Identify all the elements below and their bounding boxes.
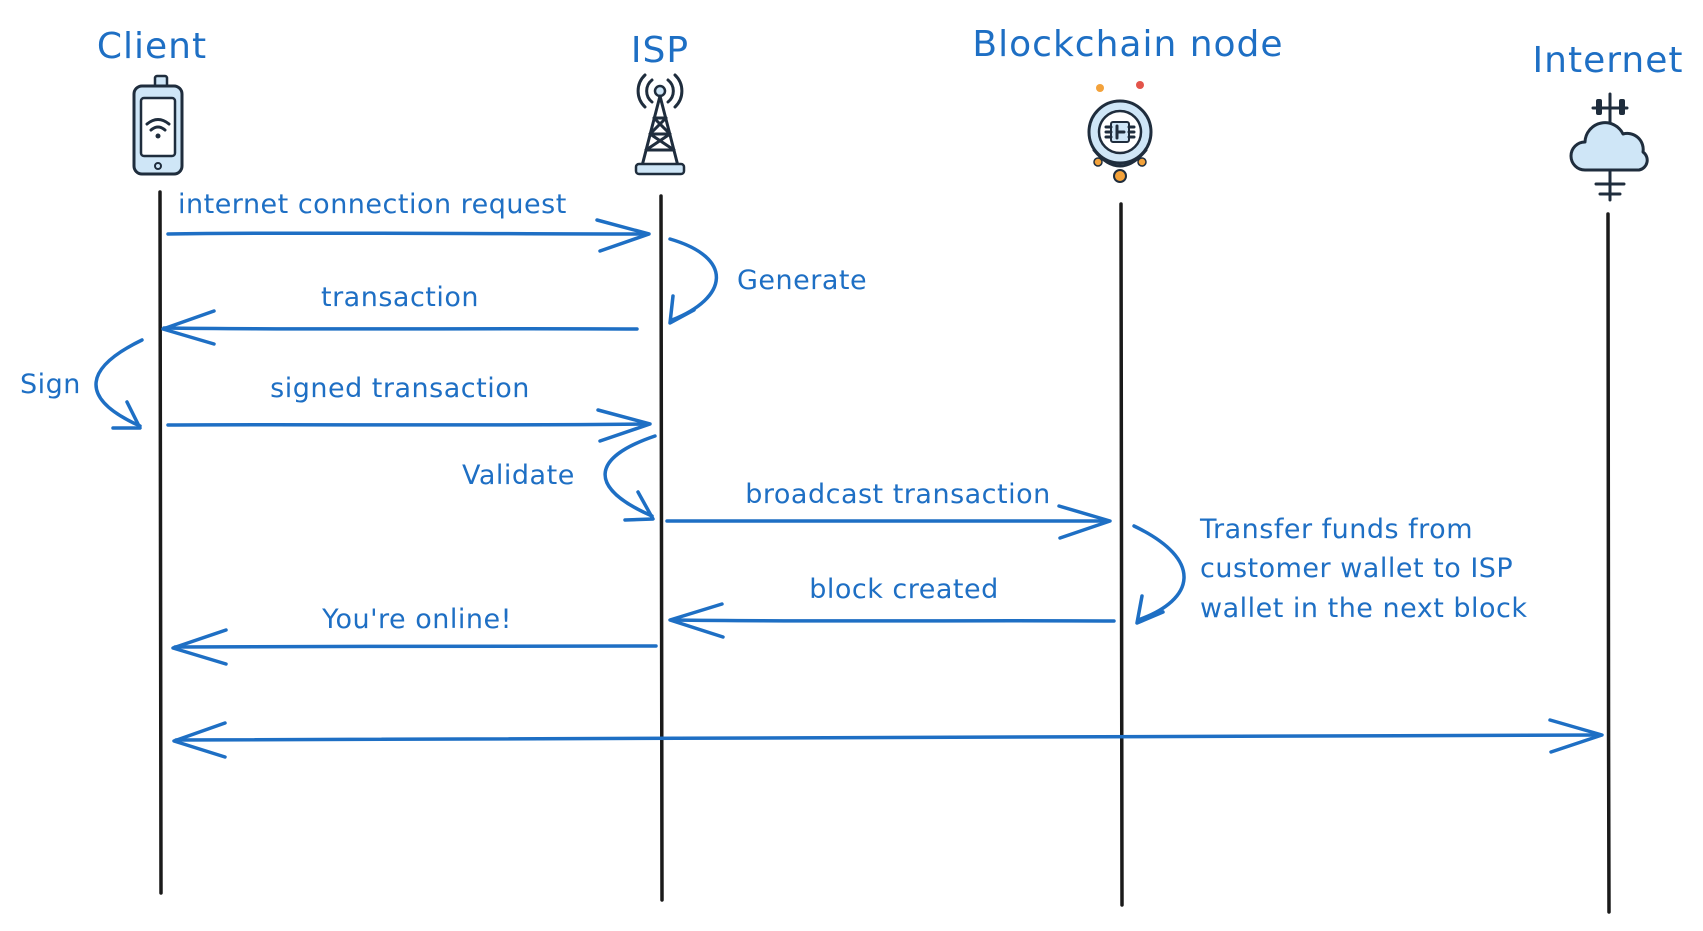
note-transfer-line-2: customer wallet to ISP — [1200, 553, 1513, 584]
message-block-created — [668, 602, 1116, 639]
actor-title-isp: ISP — [631, 30, 689, 71]
lifeline-isp — [659, 194, 664, 902]
message-label-connection-request: internet connection request — [178, 189, 567, 220]
message-label-broadcast-transaction: broadcast transaction — [745, 479, 1051, 510]
actor-title-internet: Internet — [1533, 40, 1684, 81]
message-connection-request — [166, 218, 651, 253]
message-broadcast-transaction — [665, 504, 1112, 540]
cloud-network-icon — [1569, 92, 1649, 202]
actor-title-client: Client — [97, 26, 207, 67]
note-transfer-line-1: Transfer funds from — [1199, 514, 1473, 545]
actor-title-blockchain: Blockchain node — [972, 24, 1283, 65]
lifeline-client — [158, 190, 163, 895]
self-step-validate-label: Validate — [462, 460, 575, 491]
message-label-block-created: block created — [809, 574, 999, 605]
message-transaction — [161, 309, 639, 346]
message-label-signed-transaction: signed transaction — [270, 373, 530, 404]
mobile-phone-wifi-icon — [132, 74, 184, 176]
message-signed-transaction — [166, 408, 652, 443]
self-step-sign-label: Sign — [20, 369, 81, 400]
message-label-youre-online: You're online! — [321, 604, 512, 635]
lifeline-blockchain — [1119, 202, 1124, 907]
message-youre-online — [171, 628, 658, 666]
self-step-generate-arrow — [668, 237, 718, 325]
note-transfer-line-3: wallet in the next block — [1200, 593, 1528, 624]
self-step-generate-label: Generate — [737, 265, 867, 296]
lifeline-internet — [1606, 212, 1611, 914]
self-step-sign-arrow — [94, 338, 144, 430]
message-internet-access-bidirectional — [172, 718, 1604, 759]
radio-tower-icon — [634, 73, 686, 176]
message-label-transaction: transaction — [321, 282, 479, 313]
self-step-transfer-arrow — [1132, 524, 1186, 625]
self-step-validate-arrow — [603, 434, 657, 522]
blockchain-chip-icon — [1087, 81, 1153, 183]
